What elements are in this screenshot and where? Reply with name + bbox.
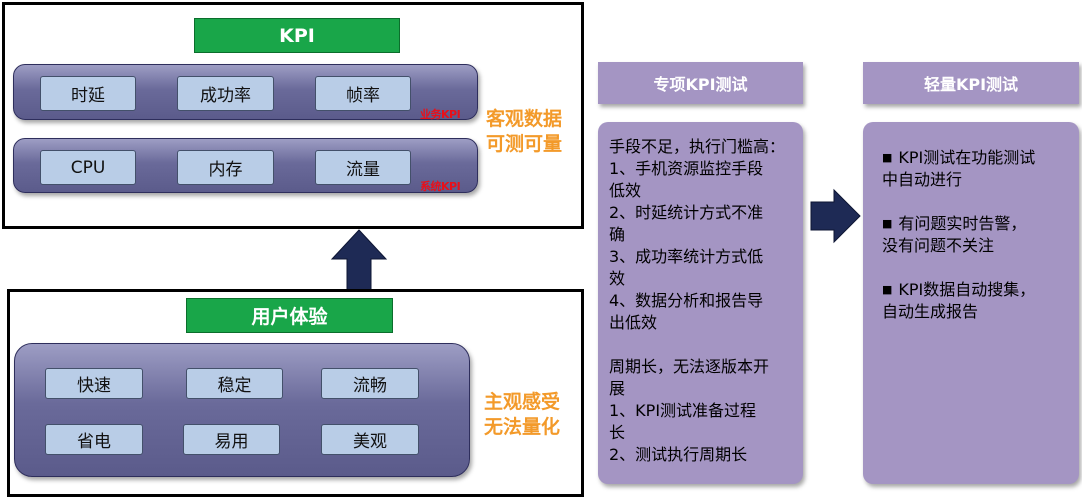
kpi-item-success-rate: 成功率 [177,76,274,111]
special-test-line: 1、手机资源监控手段 [609,159,764,178]
bullet-square-icon: ■ [882,283,893,296]
bullet-square-icon: ■ [882,151,893,164]
special-test-line: 效 [609,269,626,288]
special-test-line: 展 [609,379,626,398]
up-arrow-icon [330,229,388,291]
bullet-2-line-1: 有问题实时告警， [898,214,1027,233]
special-kpi-test-header: 专项KPI测试 [598,62,803,104]
business-kpi-tag: 业务KPI [420,108,461,121]
special-test-line: 1、KPI测试准备过程 [609,401,757,420]
light-test-bullet-3: ■ KPI数据自动搜集， 自动生成报告 [882,279,1077,323]
subjective-note-line-2: 无法量化 [484,416,561,438]
special-kpi-test-panel [598,122,803,484]
special-test-line: 4、数据分析和报告导 [609,291,764,310]
kpi-title: KPI [194,18,400,53]
objective-note-line-1: 客观数据 [486,108,563,130]
ux-item-smooth: 流畅 [321,368,419,399]
kpi-item-traffic: 流量 [315,150,411,185]
ux-item-fast: 快速 [45,368,143,399]
bullet-1-line-2: 中自动进行 [882,170,963,189]
kpi-item-cpu: CPU [40,150,136,185]
kpi-item-latency: 时延 [40,76,136,111]
light-kpi-test-header: 轻量KPI测试 [863,62,1079,104]
light-kpi-test-panel [863,122,1079,484]
subjective-note-line-1: 主观感受 [484,391,561,413]
special-kpi-test-text: 手段不足，执行门槛高： 1、手机资源监控手段低效 2、时延统计方式不准确 3、成功率统… [609,136,824,466]
right-arrow-icon [810,188,861,244]
kpi-item-frame-rate: 帧率 [315,76,411,111]
user-experience-title: 用户体验 [186,298,393,333]
subjective-note: 主观感受 无法量化 [484,390,580,440]
paragraph-gap [609,334,824,356]
objective-note-line-2: 可测可量 [486,133,563,155]
special-test-line: 确 [609,225,626,244]
bullet-1-line-1: KPI测试在功能测试 [898,148,1036,167]
kpi-item-memory: 内存 [177,150,274,185]
special-test-line: 2、测试执行周期长 [609,445,748,464]
ux-item-easy-to-use: 易用 [183,424,280,455]
special-test-line: 3、成功率统计方式低 [609,247,764,266]
ux-item-beautiful: 美观 [321,424,419,455]
bullet-3-line-1: KPI数据自动搜集， [898,280,1036,299]
special-test-line: 手段不足，执行门槛高： [609,137,786,156]
ux-item-stable: 稳定 [186,368,283,399]
light-test-bullet-1: ■ KPI测试在功能测试 中自动进行 [882,147,1077,191]
special-test-line: 出低效 [609,313,658,332]
system-kpi-tag: 系统KPI [420,180,461,193]
special-test-line: 周期长，无法逐版本开 [609,357,770,376]
special-test-line: 2、时延统计方式不准 [609,203,764,222]
special-test-line: 低效 [609,181,642,200]
user-experience-bar [14,343,470,477]
bullet-3-line-2: 自动生成报告 [882,302,979,321]
special-test-line: 长 [609,423,626,442]
ux-item-power-saving: 省电 [45,424,143,455]
bullet-square-icon: ■ [882,217,893,230]
objective-data-note: 客观数据 可测可量 [486,107,582,157]
bullet-2-line-2: 没有问题不关注 [882,236,995,255]
light-test-bullet-2: ■ 有问题实时告警， 没有问题不关注 [882,213,1077,257]
